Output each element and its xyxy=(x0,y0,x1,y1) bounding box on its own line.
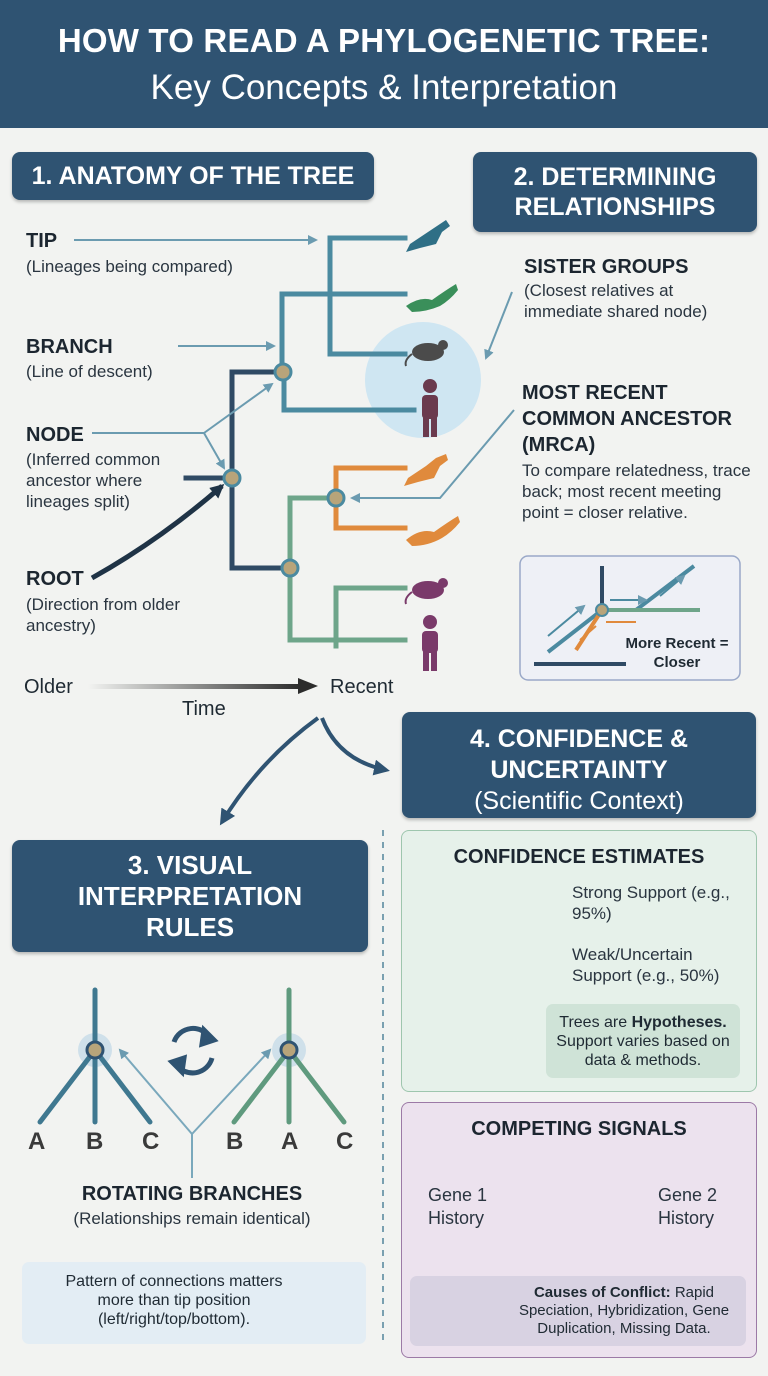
mrca-description: To compare relatedness, trace back; most… xyxy=(522,461,751,522)
time-axis-label: Time xyxy=(182,698,226,720)
root-label: ROOT xyxy=(26,568,84,590)
header-banner: HOW TO READ A PHYLOGENETIC TREE: Key Con… xyxy=(0,0,768,128)
node-dot xyxy=(326,488,346,508)
branch-description: (Line of descent) xyxy=(26,362,153,381)
section-4-subtitle: (Scientific Context) xyxy=(474,787,684,815)
hypotheses-note: Trees are Hypotheses. Support varies bas… xyxy=(546,1004,740,1078)
section-3-heading: 3. VISUAL INTERPRETATION RULES xyxy=(12,840,368,952)
to-section4-arrow xyxy=(320,717,390,776)
tree2-tip-b: B xyxy=(226,1128,244,1155)
sister-groups-description: (Closest relatives at immediate shared n… xyxy=(524,281,708,321)
node-dot xyxy=(222,468,242,488)
mrca-label: MOST RECENT COMMON ANCESTOR (MRCA) xyxy=(522,382,732,456)
rotating-branches-description: (Relationships remain identical) xyxy=(73,1209,311,1228)
tip-label: TIP xyxy=(26,230,58,252)
rotate-icon xyxy=(167,1024,219,1078)
human-icon xyxy=(422,379,438,437)
branch-label: BRANCH xyxy=(26,336,113,358)
hypotheses-rest: Support varies based on data & methods. xyxy=(556,1033,730,1069)
root-arrow xyxy=(90,484,225,581)
main-tree xyxy=(183,235,481,649)
hypotheses-bold: Hypotheses. xyxy=(631,1014,727,1031)
confidence-estimates-title: CONFIDENCE ESTIMATES xyxy=(453,846,705,868)
node-label: NODE xyxy=(26,424,84,446)
tip-description: (Lineages being compared) xyxy=(26,257,233,276)
competing-signals-title: COMPETING SIGNALS xyxy=(471,1118,687,1140)
section-4-heading: 4. CONFIDENCE & UNCERTAINTY (Scientific … xyxy=(402,712,756,818)
mrca-mini-diagram xyxy=(519,555,741,681)
time-older-label: Older xyxy=(24,676,73,698)
mrca-arrow xyxy=(350,409,515,503)
connection-pattern-text: Pattern of connections matters more than… xyxy=(65,1273,283,1328)
conflict-causes-note: Causes of Conflict: Rapid Speciation, Hy… xyxy=(410,1276,746,1346)
page-subtitle: Key Concepts & Interpretation xyxy=(150,68,618,107)
section-1-heading: 1. ANATOMY OF THE TREE xyxy=(12,152,374,200)
conflict-causes-text: Rapid Speciation, Hybridization, Gene Du… xyxy=(518,1284,730,1337)
mouse-icon xyxy=(404,578,448,605)
section-4-title: 4. CONFIDENCE & UNCERTAINTY xyxy=(469,725,689,784)
section-2-heading: 2. DETERMINING RELATIONSHIPS xyxy=(473,152,757,232)
rotation-link-lines xyxy=(118,1048,272,1178)
connection-pattern-note: Pattern of connections matters more than… xyxy=(22,1262,366,1344)
hypotheses-prefix: Trees are xyxy=(559,1014,632,1031)
node-dot xyxy=(273,362,293,382)
sister-groups-label: SISTER GROUPS xyxy=(524,256,689,278)
strong-support-label: Strong Support (e.g., 95%) xyxy=(572,883,730,923)
mouse-icon xyxy=(404,340,448,367)
node-description: (Inferred common ancestor where lineages… xyxy=(26,450,161,511)
rotation-tree-1 xyxy=(37,987,153,1125)
mrca-box-caption: More Recent = Closer xyxy=(625,635,729,671)
bird-icon xyxy=(404,454,448,486)
gene-2-label: Gene 2 History xyxy=(658,1185,718,1228)
rotating-branches-label: ROTATING BRANCHES xyxy=(81,1183,303,1205)
root-description: (Direction from older ancestry) xyxy=(26,595,180,635)
weak-support-label: Weak/Uncertain Support (e.g., 50%) xyxy=(572,945,720,985)
time-arrowhead xyxy=(298,678,318,694)
node-dot xyxy=(280,558,300,578)
tree1-tip-b: B xyxy=(86,1128,104,1155)
page-title: HOW TO READ A PHYLOGENETIC TREE: xyxy=(57,22,711,59)
rotation-tree-2 xyxy=(231,987,347,1125)
lizard-icon xyxy=(406,516,460,546)
human-icon xyxy=(422,615,438,671)
gene-1-label: Gene 1 History xyxy=(428,1185,488,1228)
time-bar xyxy=(88,684,300,689)
sister-arrow xyxy=(484,291,513,360)
conflict-causes-bold: Causes of Conflict: xyxy=(533,1284,671,1301)
to-section3-arrow xyxy=(219,716,320,826)
tree1-tip-c: C xyxy=(142,1128,160,1155)
bird-icon xyxy=(406,220,450,252)
tree1-tip-a: A xyxy=(28,1128,46,1155)
time-recent-label: Recent xyxy=(330,676,394,698)
tree2-tip-a: A xyxy=(281,1128,299,1155)
tree2-tip-c: C xyxy=(336,1128,354,1155)
lizard-icon xyxy=(406,284,458,312)
